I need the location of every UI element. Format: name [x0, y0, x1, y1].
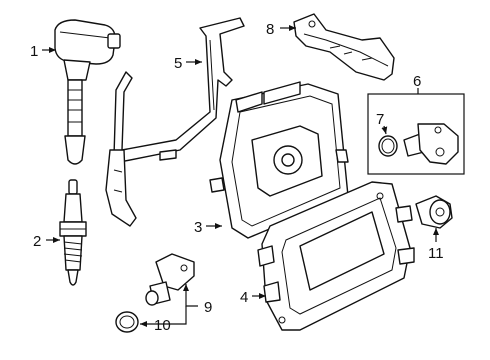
camshaft-sensor [403, 123, 459, 165]
callout-4: 4 [240, 289, 248, 306]
knock-sensor [415, 195, 453, 229]
spark-plug [59, 179, 87, 286]
callout-8: 8 [266, 21, 274, 38]
crankshaft-sensor [145, 253, 195, 306]
callout-10: 10 [154, 317, 171, 334]
ecm-bracket [105, 17, 245, 227]
callout-3: 3 [194, 219, 202, 236]
callout-11: 11 [428, 245, 444, 262]
callout-1: 1 [30, 43, 38, 60]
o-ring-7 [378, 135, 398, 157]
leader-lines [42, 25, 439, 327]
callout-9: 9 [204, 299, 212, 316]
mount-bracket [293, 13, 395, 81]
callout-6: 6 [413, 73, 421, 90]
ignition-coil [54, 19, 121, 165]
engine-control-module [209, 81, 349, 239]
part-6-group [367, 93, 465, 175]
callout-labels: 1 2 3 4 5 6 7 8 9 10 11 [30, 21, 444, 334]
callout-5: 5 [174, 55, 182, 72]
callout-2: 2 [33, 233, 41, 250]
callout-7: 7 [376, 111, 384, 128]
o-ring-10 [115, 311, 139, 333]
ecm-cover [257, 181, 415, 331]
